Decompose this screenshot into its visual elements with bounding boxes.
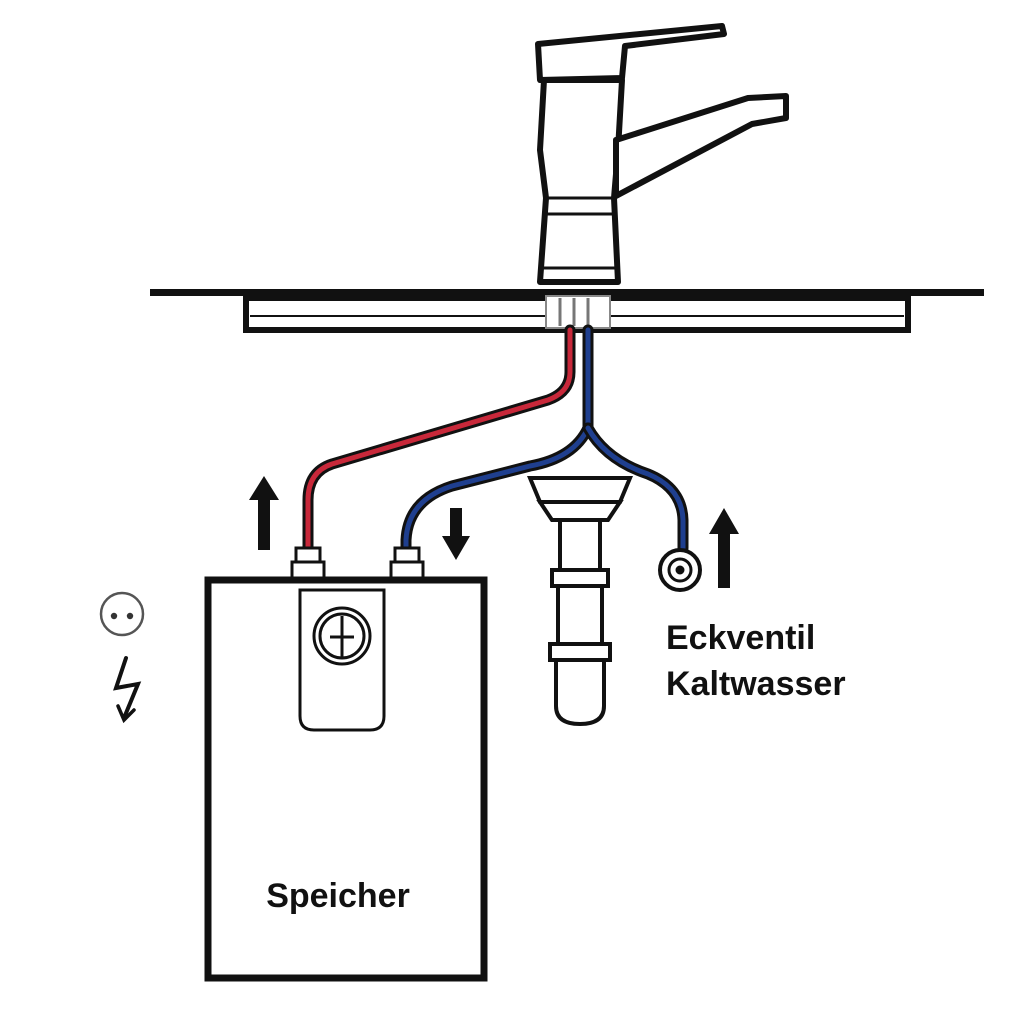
angle-valve [658, 548, 702, 592]
temperature-knob [312, 606, 372, 666]
storage-tank-label: Speicher [266, 877, 410, 915]
lightning-bolt-icon [113, 656, 142, 724]
angle-valve-label: Eckventil Kaltwasser [666, 619, 846, 703]
power-socket-icon [99, 591, 145, 637]
cold-supply-up-arrow [709, 508, 739, 588]
cold-water-pipe [400, 324, 689, 556]
faucet-spout [613, 93, 789, 199]
storage-tank: Speicher [204, 546, 488, 982]
faucet-lever [535, 23, 727, 83]
faucet [535, 23, 789, 285]
tank-hot-outlet-fitting [290, 546, 326, 582]
drain-trap [527, 476, 633, 727]
tank-cold-inlet-fitting [389, 546, 425, 582]
hot-water-up-arrow [249, 476, 279, 550]
angle-valve-label-line2: Kaltwasser [666, 665, 846, 703]
tank-control-panel [298, 588, 386, 732]
countertop [150, 289, 984, 333]
cold-water-down-arrow [442, 508, 470, 560]
faucet-body [537, 77, 625, 285]
angle-valve-label-line1: Eckventil [666, 619, 815, 657]
hot-water-pipe [302, 324, 576, 556]
